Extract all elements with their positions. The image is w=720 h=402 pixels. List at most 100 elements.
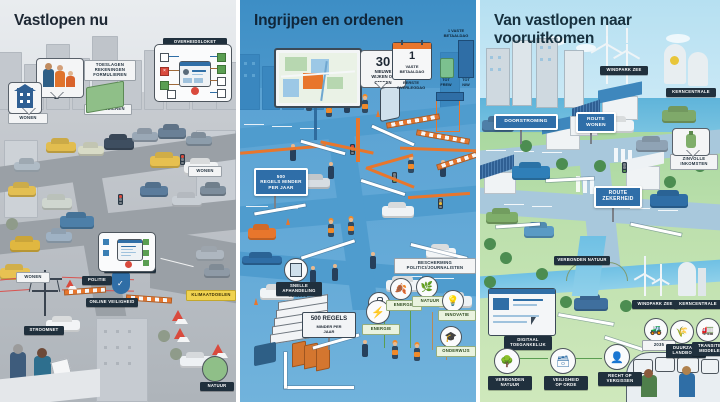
vehicle-car [78, 146, 104, 156]
natuur-leaf-icon: 🌿 [416, 276, 438, 298]
family-callout-card [36, 58, 84, 99]
vehicle-truck [10, 240, 40, 252]
chart-bar-2 [458, 40, 474, 78]
vehicle-car [186, 136, 212, 146]
panel-van-vastlopen-naar-vooruitkomen: WINDPARK ZEE KERNCENTRALE [480, 0, 720, 402]
panel-divider [236, 0, 240, 402]
inkomsten-callout [672, 128, 710, 157]
scaffold-tower [436, 96, 460, 132]
building [240, 54, 260, 110]
tag-politie: POLITIE [82, 276, 112, 285]
wind-turbine [590, 18, 623, 84]
stat-caption-1: VASTE BETAALDAG [399, 64, 425, 75]
warning-sign [174, 328, 190, 342]
tag-kerncentrale-top: KERNCENTRALE [666, 88, 716, 97]
vehicle-car [382, 206, 414, 218]
vehicle-car [46, 232, 72, 243]
chart-bar-1-label: TOT FREW [440, 78, 452, 87]
panel-ingrijpen-en-ordenen: 30 NIEUWE WIJKEN OF STEDEN 1 VASTE BETAA… [240, 0, 476, 402]
construction-worker [414, 344, 420, 361]
scaffold-platform [436, 92, 464, 101]
chart-bar-2-label: TOT NIW [462, 78, 470, 87]
tag-verbonden-natuur-mid: VERBONDEN NATUUR [554, 256, 610, 265]
tag-veiligheid-op-orde: VEILIGHEID OP ORDE [544, 376, 588, 390]
vehicle-van [662, 110, 696, 123]
tag-windpark-zee-top: WINDPARK ZEE [600, 66, 648, 75]
vehicle-car [132, 132, 158, 142]
tag-overheidsloket-top: OVERHEIDSLOKET [163, 38, 227, 47]
billboard-map [274, 48, 362, 108]
panel-divider [476, 0, 480, 402]
warning-sign [65, 279, 77, 290]
office-tower [536, 38, 558, 108]
tag-klimaatdoelen: KLIMAATDOELEN [186, 290, 236, 301]
vehicle-car [196, 250, 224, 261]
warning-sign [172, 310, 188, 324]
vehicle-van [42, 198, 72, 210]
flow-arrow [284, 352, 287, 388]
innovatie-bulb-icon: 💡 [442, 290, 464, 312]
stat-value-30: 30 [375, 54, 391, 69]
tag-wonen-van: WONEN [188, 166, 222, 177]
document-check-icon [284, 258, 308, 282]
tag-wonen-truck: WONEN [16, 272, 50, 283]
construction-worker [348, 218, 354, 235]
tag-snelle-afhandeling: SNELLE AFHANDELING [276, 282, 322, 296]
radiation-icon [670, 56, 679, 65]
tag-onderwijs: ONDERWIJS [436, 346, 476, 357]
sign-500-regels: 500 REGELS MINDER PER JAAR [254, 168, 308, 197]
wonen-house-card [8, 82, 42, 115]
construction-worker [362, 96, 368, 113]
house [484, 172, 516, 194]
vehicle-car [140, 186, 168, 197]
stat-value-1: 1 [408, 50, 416, 62]
vehicle-car [204, 268, 230, 278]
tag-digitaal-toegankelijk: DIGITAAL TOEGANKELIJK [504, 336, 552, 350]
orange-route [356, 118, 360, 162]
vehicle-car [14, 162, 40, 172]
duurzame-landbouw-icon: 🌾 [670, 320, 694, 344]
construction-worker [408, 156, 414, 173]
vehicle-truck [46, 142, 76, 153]
veiligheid-op-orde-icon: 🗃 [550, 348, 576, 374]
vehicle-flatbed [242, 256, 282, 265]
operator-head [644, 369, 653, 378]
cooling-tower [688, 52, 708, 86]
tag-toeslagen: TOESLAGEN REKENINGEN FORMULIEREN [84, 60, 136, 81]
panel3-title: Van vastlopen naar vooruitkomen [494, 12, 632, 47]
panel-vastlopen-nu: TOESLAGEN REKENINGEN FORMULIEREN FORMULI… [0, 0, 236, 402]
police-officer [370, 252, 376, 269]
operator [641, 375, 657, 397]
wind-turbine [613, 28, 641, 84]
cooling-tower [678, 262, 696, 296]
overheidsloket-diagram-card: × [154, 44, 232, 102]
tag-zinvolle-inkomsten: ZINVOLLE INKOMSTEN [670, 154, 718, 170]
tag-innovatie: INNOVATIE [438, 310, 476, 321]
chart-title: 1 VASTE BETAALDAG [443, 28, 469, 39]
tag-bescherming: BESCHERMING POLITICI/JOURNALISTEN [394, 258, 476, 274]
vehicle-car [524, 226, 554, 238]
control-room [626, 352, 720, 402]
police-officer [310, 266, 316, 283]
sign-500-regels-board: 500 REGELS MINDER PER JAAR [302, 312, 356, 338]
tag-windpark-zee-bottom: WINDPARK ZEE [632, 300, 678, 309]
tag-natuur: NATUUR [200, 382, 234, 391]
panel1-title: Vastlopen nu [14, 12, 109, 29]
tag-stroomnet: STROOMNET [24, 326, 64, 335]
apartment-block [564, 50, 584, 108]
tag-kerncentrale-bottom: KERNCENTRALE [674, 300, 720, 309]
vehicle-car [172, 196, 202, 207]
vehicle-van [150, 156, 180, 168]
natuur-globe-icon [202, 356, 228, 382]
vehicle-van [60, 216, 94, 229]
panel2-title: Ingrijpen en ordenen [254, 12, 404, 29]
tag-transitie-middelen: TRANSITIE- MIDDELEN [692, 342, 720, 356]
vehicle-car [574, 298, 608, 311]
apartment-block [512, 40, 532, 106]
police-officer [290, 144, 296, 161]
construction-worker [328, 220, 334, 237]
onderwijs-cap-icon: 🎓 [440, 326, 462, 348]
energie-leaf-icon: 🍂 [390, 278, 412, 300]
tag-energie-bolt: ENERGIE [362, 324, 400, 335]
sign-route-zekerheid: ROUTE ZEKERHEID [594, 186, 642, 208]
